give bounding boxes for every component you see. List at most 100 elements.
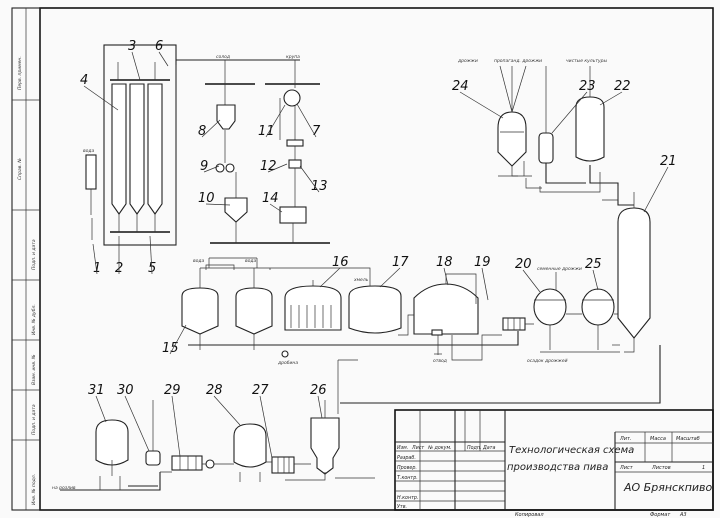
note-24b: пропаганд. дрожжи [494,59,542,64]
tb-format: Формат [650,512,671,518]
equipment-number-5: 5 [148,261,156,276]
equipment-number-15: 15 [162,341,179,356]
tank-21 [612,200,651,353]
equipment-number-29: 29 [164,383,181,398]
leader-line-18 [443,267,449,286]
hopper-block [205,60,330,244]
equipment-number-19: 19 [474,255,491,270]
side-label-5: Взам. инв. № [31,354,37,385]
leader-line-16 [319,267,341,288]
equipment-number-16: 16 [332,255,349,270]
equipment-number-27: 27 [252,383,269,398]
note-water3: вода [245,259,257,264]
sheet-frame [39,7,714,511]
leader-line-9 [203,165,220,173]
equipment-number-11: 11 [258,124,275,139]
tb-lit: Лит. [619,436,632,442]
tb-col-doc: № докум. [427,445,452,451]
side-strip: Перв. примен. Справ. № Подп. и дата Инв.… [11,7,41,511]
equipment-number-26: 26 [310,383,327,398]
side-label-1: Перв. примен. [17,56,23,90]
leader-line-24 [459,91,504,119]
equipment-number-7: 7 [312,124,321,139]
leader-line-25 [592,269,599,291]
leader-line-11 [265,104,286,138]
tb-title-line1: Технологическая схема [509,445,634,456]
equipment-number-1: 1 [93,261,101,276]
tb-row-prov: Провер. [397,465,417,471]
fermentation-block [525,272,644,353]
title-block: Изм. Лист № докум. Подп. Дата Разраб. Пр… [394,409,714,518]
silo-block [85,44,300,246]
tb-scale: Масштаб [676,436,700,442]
propagation-block [497,65,635,206]
note-drain: отвод [433,359,447,364]
equipment-number-6: 6 [155,39,163,54]
side-label-4: Инв. № дубл. [31,304,37,335]
equipment-number-30: 30 [117,383,134,398]
leader-line-26 [317,395,323,419]
tb-org: АО Брянскпиво [623,481,713,494]
note-to-filling: на розлив [52,486,76,491]
leader-line-5 [149,235,153,275]
leader-line-19 [481,267,489,301]
leader-line-6 [158,51,169,67]
note-grits: крупа [286,55,300,60]
tb-title-line2: производства пива [507,462,608,473]
note-hops: хмель [353,278,369,283]
side-label-2: Справ. № [17,158,23,180]
side-label-6: Подп. и дата [31,404,37,435]
equipment-number-18: 18 [436,255,453,270]
leader-line-17 [379,267,401,288]
leader-line-13 [299,165,320,193]
leader-line-29 [171,395,181,457]
equipment-number-3: 3 [128,39,136,54]
tb-format-value: А3 [679,512,687,518]
equipment-number-10: 10 [198,191,215,206]
tb-sheets-value: 1 [702,465,705,471]
note-malt: солод [216,55,230,60]
leader-line-3 [131,51,141,81]
leader-line-23 [551,91,588,134]
tb-copied: Копировал [515,512,544,518]
note-seed-yeast: семенные дрожжи [537,267,582,272]
note-water2: вода [193,259,205,264]
leader-line-10 [205,203,231,206]
leader-line-20 [522,269,541,293]
tb-sheets: Листов [651,465,671,471]
equipment-number-8: 8 [198,124,206,139]
leader-line-30 [124,395,150,452]
equipment-number-31: 31 [88,383,105,398]
leader-line-31 [95,395,107,423]
side-label-3: Подп. и дата [31,239,37,270]
note-sediment: осадок дрожжей [527,358,568,364]
tb-col-sign: Подп. [467,445,482,451]
equipment-number-21: 21 [660,154,677,169]
tb-row-tkontr: Т.контр. [397,475,418,481]
equipment-number-23: 23 [579,79,596,94]
note-24a: дрожжи [457,59,478,64]
leader-line-15 [169,324,187,355]
equipment-number-28: 28 [206,383,223,398]
note-water: вода [83,149,95,154]
equipment-number-20: 20 [515,257,532,272]
equipment-number-22: 22 [614,79,631,94]
leader-line-12 [267,163,288,173]
tb-col-list: Лист [411,445,424,451]
tb-mass: Масса [650,436,666,442]
leader-line-22 [599,91,623,106]
side-label-7: Инв. № подл. [31,474,37,505]
equipment-number-14: 14 [262,191,279,206]
tb-row-nkontr: Н.контр. [397,495,418,501]
note-23: чистые культуры [566,59,607,64]
equipment-number-17: 17 [392,255,409,270]
tb-col-date: Дата [482,445,495,451]
tb-sheet: Лист [619,465,634,471]
annotations: солод крупа вода вода вода хмель дробина… [52,55,607,491]
note-draff: дробина [277,360,298,366]
equipment-number-13: 13 [311,179,328,194]
leader-line-14 [269,203,283,213]
